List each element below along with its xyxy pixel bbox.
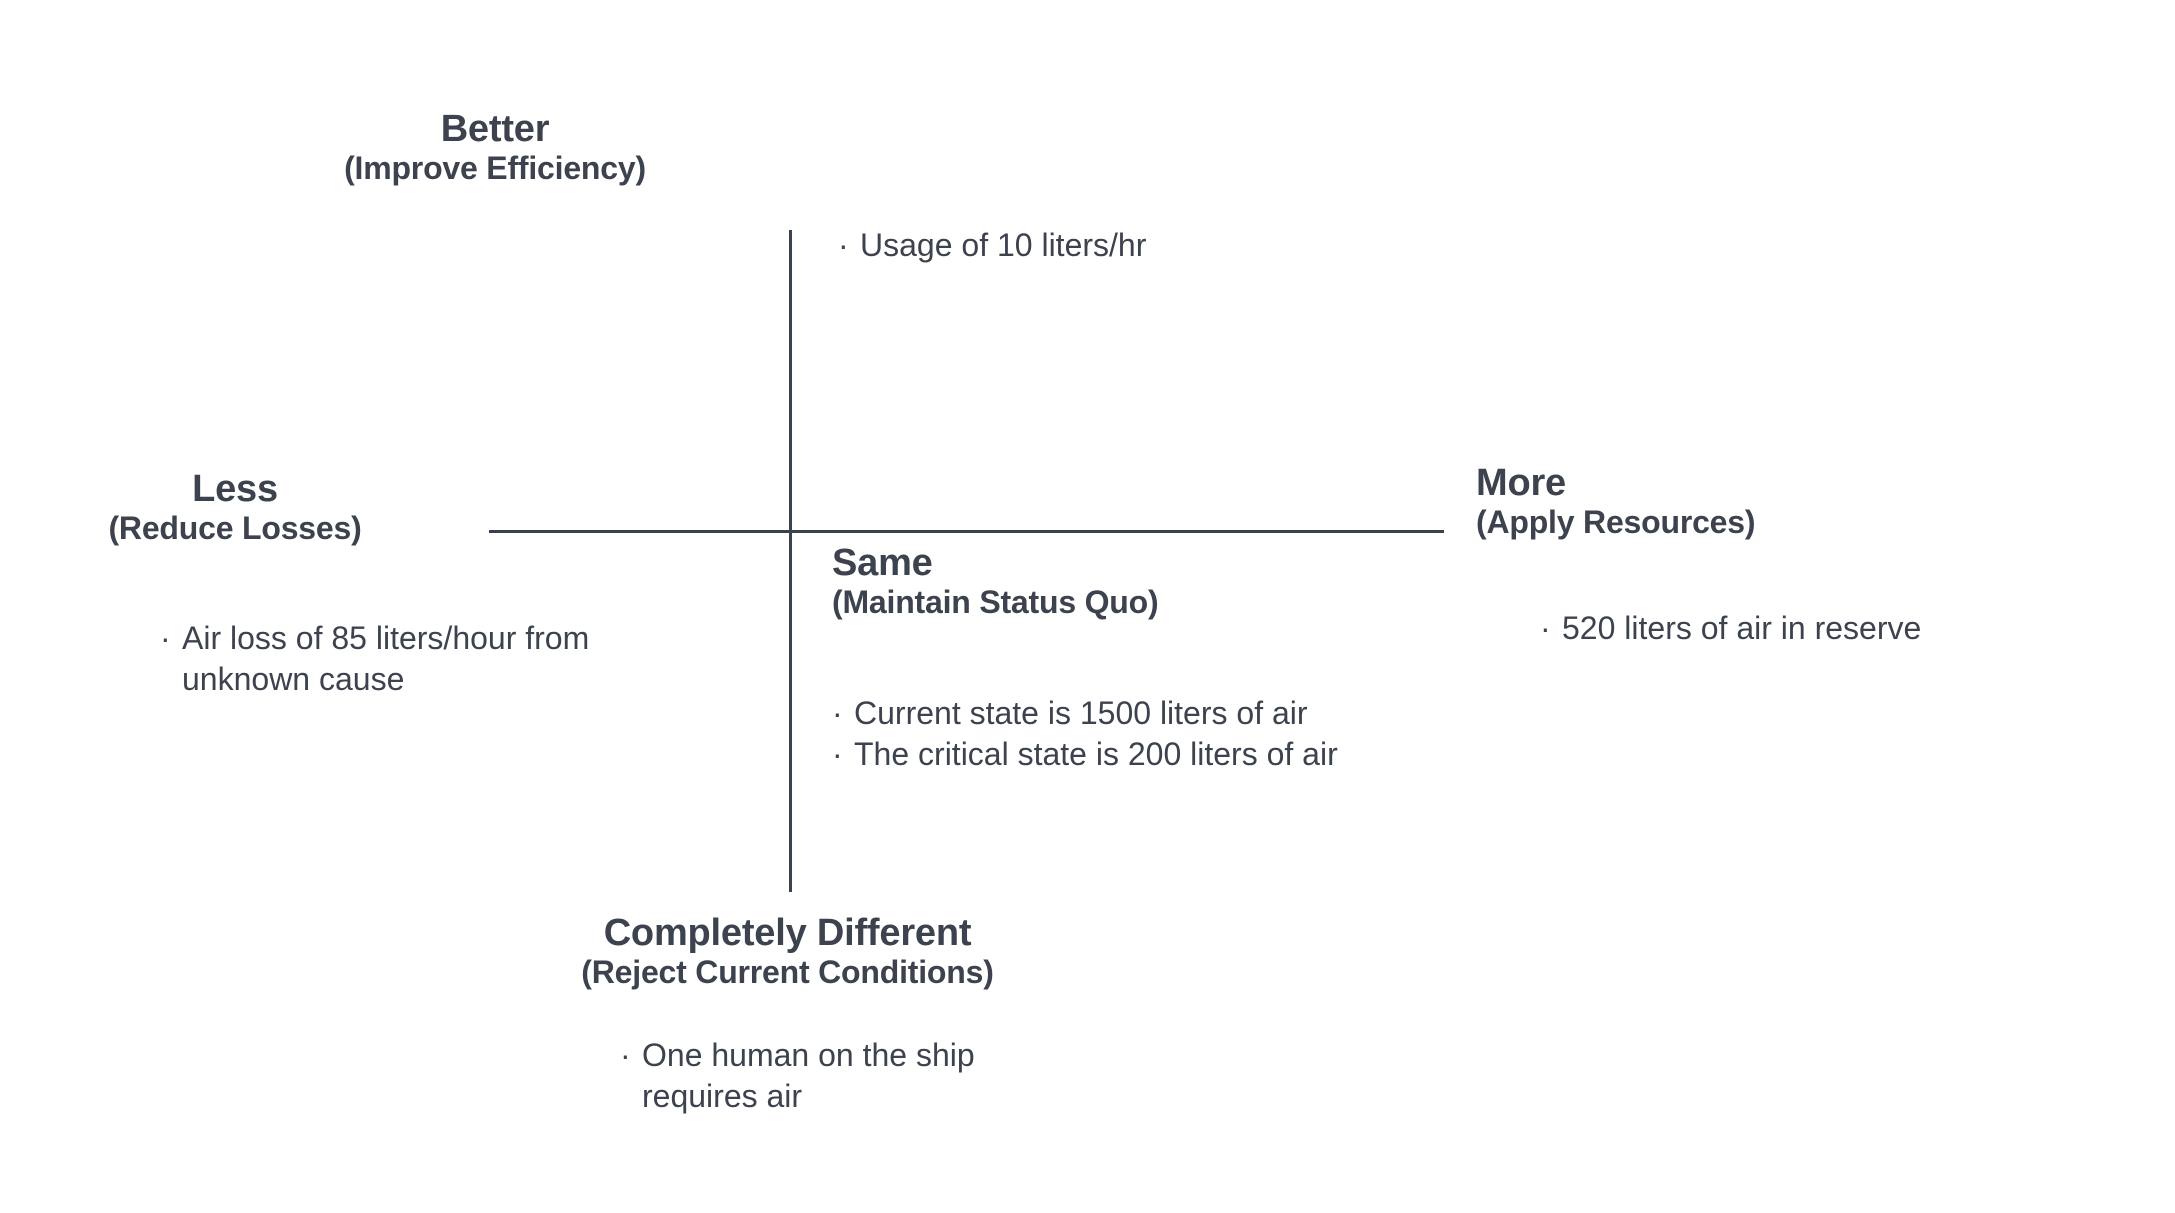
pole-top-subtitle: (Improve Efficiency) (344, 149, 646, 186)
list-item: · Usage of 10 liters/hr (838, 225, 1146, 266)
list-item: · 520 liters of air in reserve (1540, 608, 1921, 649)
pole-center-subtitle: (Maintain Status Quo) (832, 583, 1159, 620)
bullet-dot-icon: · (832, 695, 843, 731)
bullet-dot-icon: · (620, 1037, 631, 1073)
bullet-text: Current state is 1500 liters of air (854, 695, 1308, 731)
vertical-axis-line (789, 230, 792, 892)
bullet-list-center: · Current state is 1500 liters of air · … (832, 693, 1338, 775)
bullet-text: Air loss of 85 liters/hour from unknown … (182, 620, 590, 697)
pole-label-right: More (Apply Resources) (1476, 462, 1756, 540)
bullet-text: The critical state is 200 liters of air (854, 735, 1338, 772)
bullet-text: One human on the ship requires air (642, 1037, 975, 1114)
pole-label-bottom: Completely Different (Reject Current Con… (180, 912, 1395, 990)
pole-left-title: Less (192, 468, 278, 510)
pole-label-left: Less (Reduce Losses) (0, 468, 470, 546)
bullet-dot-icon: · (160, 620, 171, 656)
bullet-text: Usage of 10 liters/hr (860, 227, 1147, 263)
bullet-dot-icon: · (1540, 610, 1551, 646)
pole-right-subtitle: (Apply Resources) (1476, 503, 1756, 540)
list-item: · The critical state is 200 liters of ai… (832, 734, 1338, 775)
pole-left-subtitle: (Reduce Losses) (108, 509, 362, 546)
pole-right-title: More (1476, 462, 1566, 504)
pole-label-center: Same (Maintain Status Quo) (832, 542, 1159, 620)
pole-top-title: Better (440, 108, 550, 150)
list-item: · One human on the ship requires air (620, 1035, 1090, 1117)
bullet-list-top: · Usage of 10 liters/hr (838, 225, 1146, 266)
pole-label-top: Better (Improve Efficiency) (0, 108, 990, 186)
pole-center-title: Same (832, 542, 933, 584)
list-item: · Current state is 1500 liters of air (832, 693, 1338, 734)
bullet-list-left: · Air loss of 85 liters/hour from unknow… (160, 618, 680, 700)
bullet-list-right: · 520 liters of air in reserve (1540, 608, 1921, 649)
bullet-list-bottom: · One human on the ship requires air (620, 1035, 1090, 1117)
horizontal-axis-line (489, 530, 1444, 533)
pole-bottom-title: Completely Different (603, 912, 972, 954)
bullet-dot-icon: · (832, 735, 843, 772)
bullet-text: 520 liters of air in reserve (1562, 610, 1922, 646)
list-item: · Air loss of 85 liters/hour from unknow… (160, 618, 680, 700)
pole-bottom-subtitle: (Reject Current Conditions) (581, 953, 994, 990)
bullet-dot-icon: · (838, 227, 849, 263)
